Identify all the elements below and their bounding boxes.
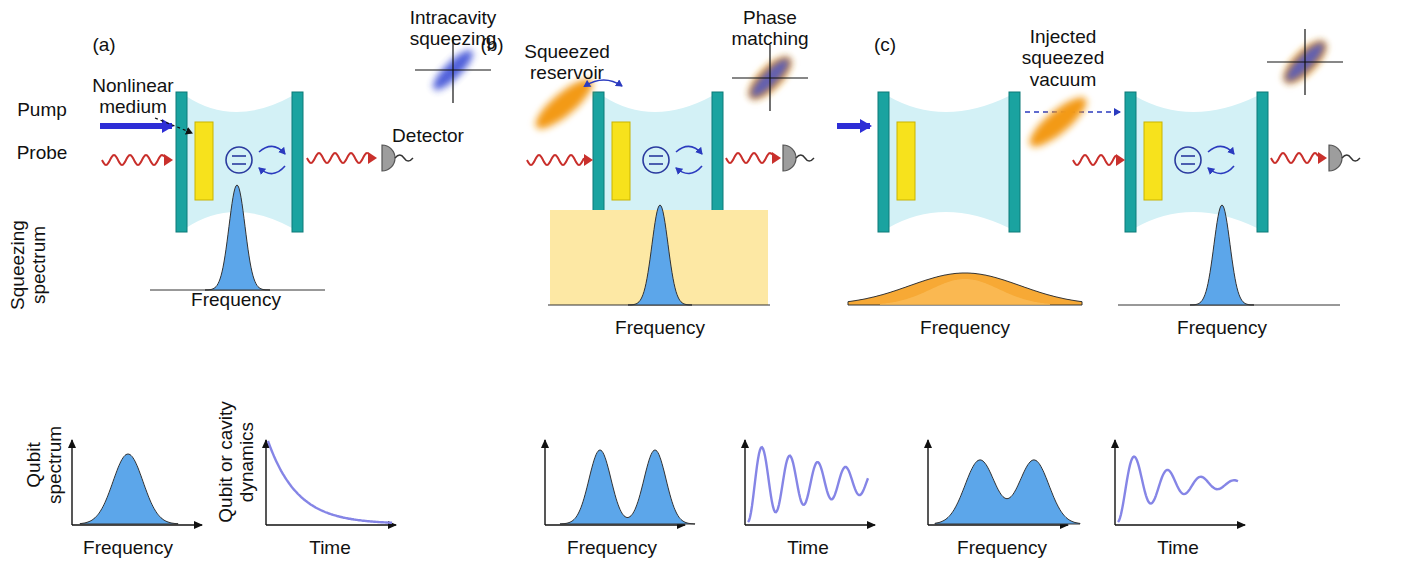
qubit-spectrum bbox=[80, 454, 178, 524]
probe-head bbox=[164, 154, 173, 166]
dynamics-curve bbox=[748, 447, 868, 522]
detector-wire bbox=[1342, 155, 1360, 161]
qubit-spectrum bbox=[560, 450, 695, 524]
squeezing-peak bbox=[628, 205, 692, 305]
probe-head bbox=[772, 152, 781, 164]
qubit bbox=[226, 147, 252, 173]
exchange-arrow bbox=[1208, 166, 1234, 174]
exchange-arrow bbox=[676, 166, 702, 174]
cavity-mode bbox=[1135, 96, 1257, 228]
cavity-mode bbox=[888, 96, 1009, 228]
panel-letter: (a) bbox=[74, 34, 134, 55]
probe-head bbox=[1318, 152, 1327, 164]
exchange-arrow bbox=[259, 146, 285, 154]
axis-title: Qubit or cavity dynamics bbox=[215, 387, 258, 537]
drawing-part bbox=[232, 155, 246, 157]
probe-wave bbox=[527, 155, 584, 165]
dynamics-curve bbox=[268, 441, 392, 523]
qubit bbox=[643, 147, 669, 173]
axis-label: Time bbox=[290, 537, 370, 558]
axis-label: Frequency bbox=[552, 537, 672, 558]
axis bbox=[72, 524, 202, 525]
mirror bbox=[176, 92, 187, 232]
probe-head bbox=[1116, 154, 1125, 166]
axis bbox=[71, 440, 72, 525]
drawing-part bbox=[649, 155, 663, 157]
axis bbox=[928, 524, 1068, 525]
axis-label: Frequency bbox=[905, 317, 1025, 338]
axis-label: Frequency bbox=[600, 317, 720, 338]
axis bbox=[545, 524, 685, 525]
axis-title: Qubit spectrum bbox=[23, 415, 66, 515]
axis bbox=[1114, 440, 1115, 525]
phase-axis bbox=[769, 45, 770, 111]
probe-wave bbox=[1073, 155, 1116, 165]
probe-wave bbox=[726, 153, 772, 163]
probe-head bbox=[584, 154, 593, 166]
axis bbox=[266, 524, 396, 525]
mirror bbox=[1257, 92, 1268, 232]
broadband-squeezing bbox=[848, 273, 1082, 305]
probe-label: Probe bbox=[7, 142, 77, 163]
squeezed-field bbox=[1023, 90, 1092, 153]
medium-label: Nonlinear medium bbox=[87, 75, 179, 118]
nonlinear-crystal bbox=[195, 122, 213, 200]
qubit-spectrum bbox=[935, 460, 1080, 524]
probe-head bbox=[368, 152, 377, 164]
dynamics-curve bbox=[1118, 457, 1238, 522]
axis bbox=[1115, 524, 1245, 525]
drawing-part bbox=[649, 163, 663, 165]
axis-label: Frequency bbox=[176, 289, 296, 310]
probe-wave bbox=[102, 155, 164, 165]
mirror bbox=[878, 92, 889, 232]
axis bbox=[744, 440, 745, 525]
pump-arrow bbox=[837, 123, 870, 129]
detector bbox=[382, 145, 395, 171]
qubit bbox=[1175, 147, 1201, 173]
axis-title: Squeezing spectrum bbox=[7, 210, 50, 320]
probe-wave bbox=[1271, 153, 1318, 163]
exchange-arrow bbox=[1208, 146, 1234, 154]
mirror bbox=[1125, 92, 1136, 232]
detector bbox=[783, 145, 796, 171]
squeezing-peak bbox=[205, 185, 270, 290]
detector-label: Detector bbox=[383, 125, 473, 146]
axis-label: Time bbox=[1138, 537, 1218, 558]
pump-arrow bbox=[100, 123, 172, 129]
leader-line bbox=[155, 118, 192, 133]
state-label: Phase matching bbox=[725, 7, 815, 50]
axis bbox=[927, 440, 928, 525]
phase-axis bbox=[1304, 29, 1305, 95]
axis bbox=[544, 440, 545, 525]
mirror bbox=[292, 92, 303, 232]
drawing-part bbox=[232, 163, 246, 165]
axis-label: Frequency bbox=[1162, 317, 1282, 338]
axis-label: Time bbox=[768, 537, 848, 558]
panel-letter: (b) bbox=[462, 34, 522, 55]
reservoir-label: Squeezed reservoir bbox=[520, 41, 615, 84]
nonlinear-crystal bbox=[612, 122, 630, 200]
panel-letter: (c) bbox=[855, 34, 915, 55]
mirror bbox=[1009, 92, 1020, 232]
nonlinear-crystal bbox=[1144, 122, 1162, 200]
exchange-arrow bbox=[259, 166, 285, 174]
drawing-part bbox=[1181, 155, 1195, 157]
squeezing-peak bbox=[1190, 205, 1254, 305]
axis bbox=[745, 524, 875, 525]
probe-wave bbox=[307, 153, 368, 163]
detector bbox=[1329, 145, 1342, 171]
axis bbox=[265, 440, 266, 525]
pump-label: Pump bbox=[7, 99, 77, 120]
detector-wire bbox=[395, 155, 413, 161]
broadband-squeezing bbox=[880, 279, 1050, 305]
axis-label: Frequency bbox=[942, 537, 1062, 558]
drawing-part bbox=[1181, 163, 1195, 165]
vacuum-label: Injected squeezed vacuum bbox=[1017, 26, 1109, 90]
exchange-arrow bbox=[676, 146, 702, 154]
axis-label: Frequency bbox=[68, 537, 188, 558]
detector-wire bbox=[796, 155, 814, 161]
nonlinear-crystal bbox=[897, 122, 915, 200]
